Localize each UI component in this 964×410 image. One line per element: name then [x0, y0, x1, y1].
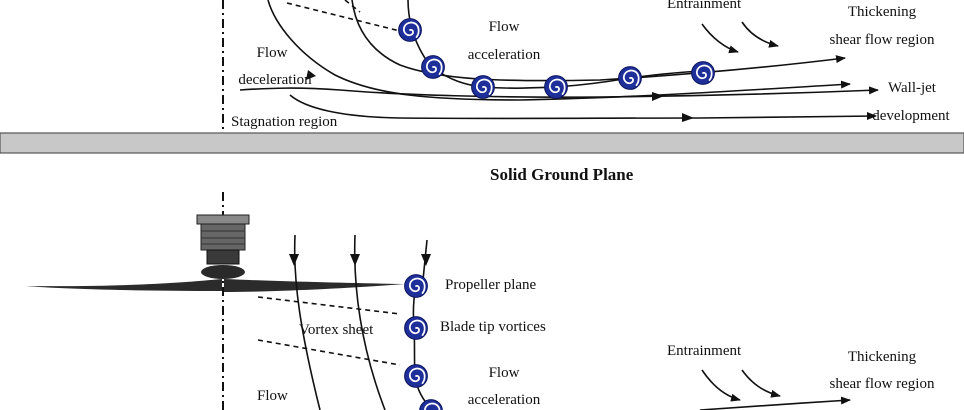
- label-flow-bottom-partial: Flow: [257, 388, 288, 404]
- label-shear-flow-region-top: shear flow region: [829, 32, 935, 48]
- inflow-streamline: [293, 234, 321, 410]
- label-entrainment-top: Entrainment: [667, 0, 742, 12]
- label-flow-deceleration-1: Flow: [256, 45, 288, 61]
- ground-plane: [0, 132, 964, 154]
- label-stagnation-region: Stagnation region: [231, 114, 338, 130]
- label-thickening-top: Thickening: [847, 4, 917, 20]
- label-wall-jet-1: Wall-jet: [888, 80, 936, 96]
- blade-tip-vortex: [397, 17, 423, 43]
- label-entrainment-bottom: Entrainment: [667, 343, 742, 359]
- label-shear-flow-region-bottom: shear flow region: [829, 376, 935, 392]
- vortex-sheet-line: [286, 2, 409, 34]
- propeller-blade-left: [26, 279, 222, 291]
- inflow-arrowhead: [289, 254, 299, 266]
- blade-tip-vortex: [403, 363, 429, 389]
- ground-plane-title: Solid Ground Plane: [490, 165, 634, 184]
- blade-tip-vortex: [418, 398, 444, 410]
- label-flow-acceleration-1-top: Flow: [488, 19, 520, 35]
- label-flow-acceleration-2-bottom: acceleration: [467, 392, 541, 408]
- streamline-middle: [351, 0, 846, 82]
- blade-tip-vortex: [617, 65, 643, 91]
- label-blade-tip-vortices: Blade tip vortices: [440, 319, 546, 335]
- inflow-arrowhead: [421, 254, 431, 266]
- inflow-arrowhead: [350, 254, 360, 266]
- streamline-outgoing: [699, 396, 851, 410]
- propeller-motor: [196, 214, 250, 279]
- entrainment-arrow: [741, 21, 779, 48]
- entrainment-arrow: [701, 23, 739, 54]
- shear-layer-path: [407, 0, 704, 89]
- flow-direction-arrow: [306, 70, 316, 80]
- blade-tip-vortex: [403, 273, 429, 299]
- blade-tip-vortex: [420, 54, 446, 80]
- blade-tip-vortex: [543, 74, 569, 100]
- flow-direction-arrow: [652, 92, 664, 101]
- shear-layer-path: [412, 285, 433, 410]
- flow-direction-arrow: [682, 113, 694, 122]
- blade-tip-vortex: [403, 315, 429, 341]
- streamline-outer: [239, 86, 879, 98]
- streamline-ground: [289, 94, 877, 121]
- label-vortex-sheet: Vortex sheet: [299, 322, 374, 338]
- vortex-sheet-line: [257, 339, 401, 366]
- label-thickening-bottom: Thickening: [847, 349, 917, 365]
- label-flow-deceleration-2: deceleration: [238, 72, 312, 88]
- bottom-panel: [26, 192, 851, 410]
- blade-tip-vortex: [690, 60, 716, 86]
- label-propeller-plane: Propeller plane: [445, 277, 537, 293]
- propeller-blade-right: [224, 279, 405, 292]
- blade-tip-vortex: [470, 74, 496, 100]
- label-flow-acceleration-2-top: acceleration: [467, 47, 541, 63]
- entrainment-arrow: [701, 369, 741, 402]
- vortex-sheet-line: [257, 296, 401, 315]
- label-wall-jet-2: development: [872, 108, 950, 124]
- label-flow-acceleration-1-bottom: Flow: [488, 365, 520, 381]
- streamline-inner: [267, 0, 851, 101]
- top-panel: [222, 0, 879, 133]
- entrainment-arrow: [741, 369, 781, 398]
